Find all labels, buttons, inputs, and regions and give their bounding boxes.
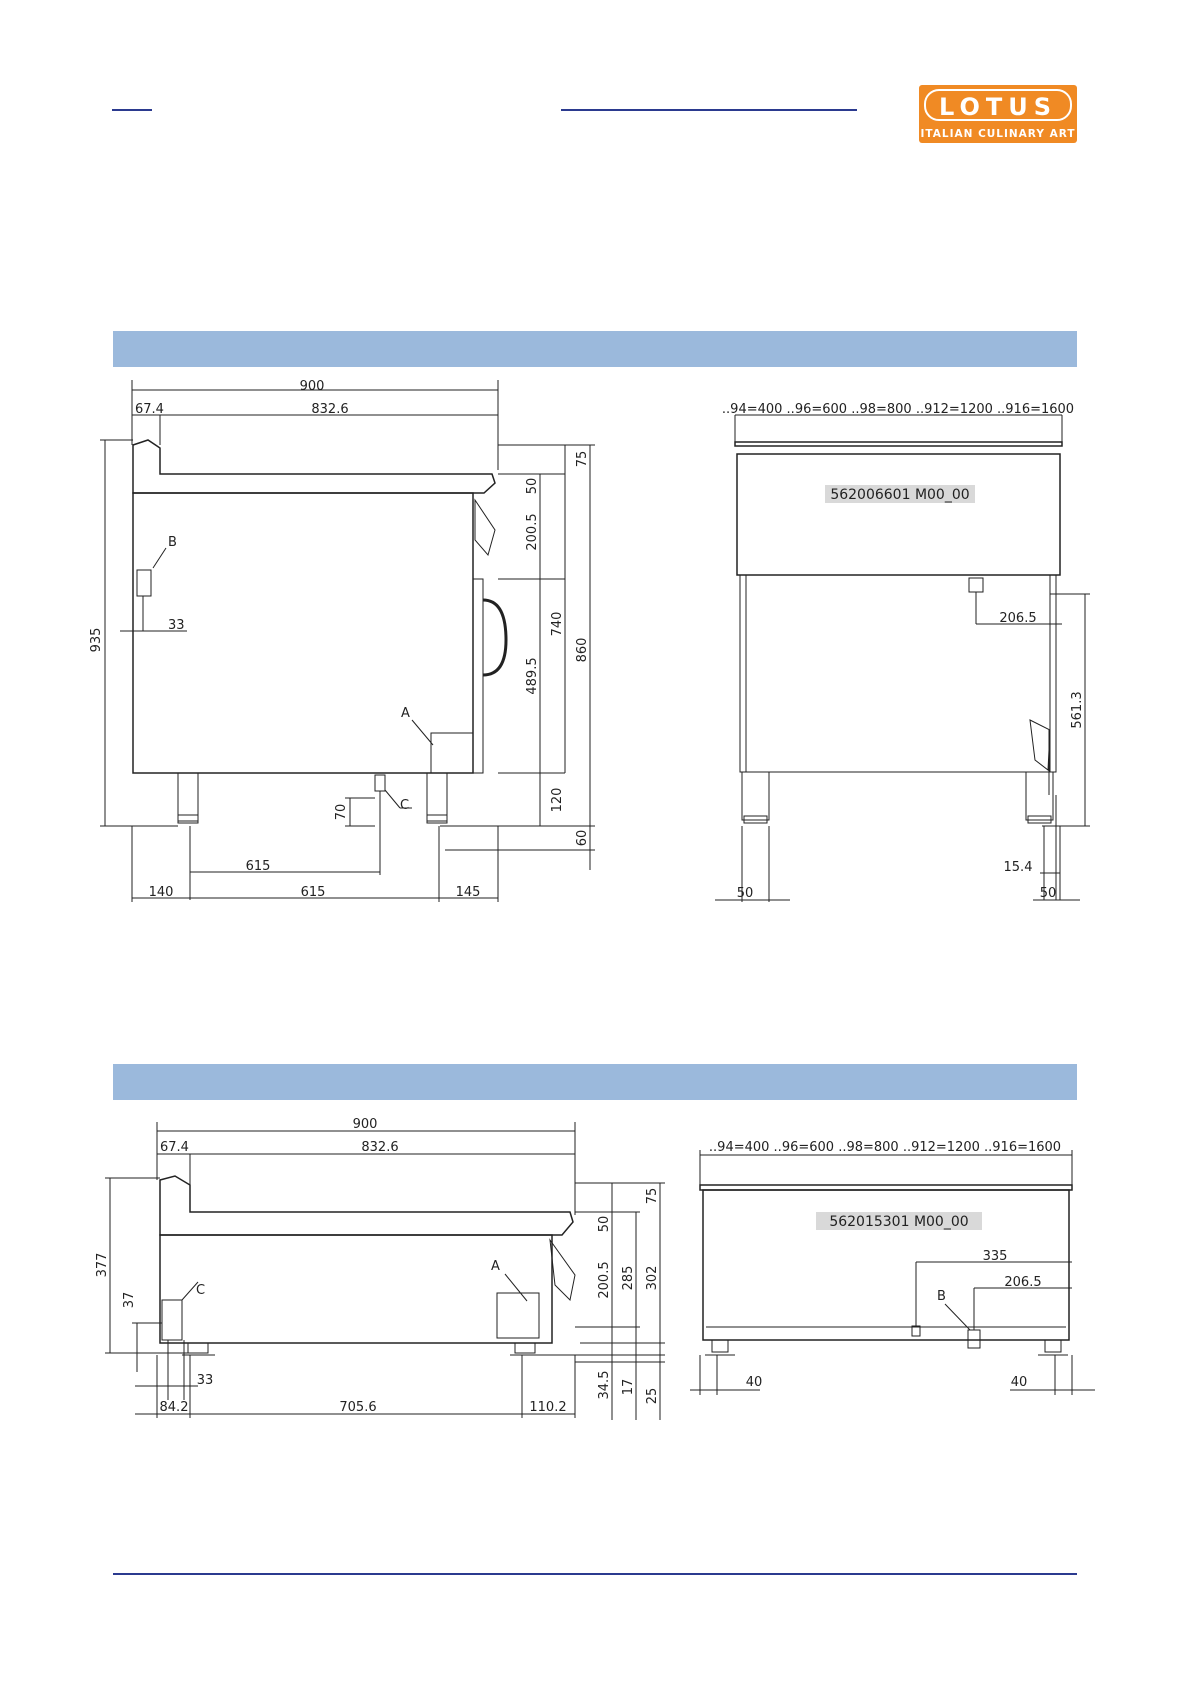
callout-label: B (937, 1289, 946, 1304)
dim-label: 145 (456, 885, 481, 900)
front-view-1 (715, 414, 1090, 902)
width-variants-label: ..94=400 ..96=600 ..98=800 ..912=1200 ..… (709, 1140, 1061, 1155)
dim-label: 615 (246, 859, 271, 874)
dim-label: 285 (621, 1266, 636, 1291)
callout-label: C (400, 798, 409, 813)
callout-label: A (491, 1259, 500, 1274)
dim-label: 705.6 (339, 1400, 376, 1415)
dim-label: 60 (575, 830, 590, 847)
dim-label: 25 (645, 1388, 660, 1405)
header-link-underline-right[interactable] (561, 109, 857, 111)
brand-logo: LOTUS ITALIAN CULINARY ART (919, 85, 1077, 143)
dim-label: 832.6 (361, 1140, 398, 1155)
dim-label: 34.5 (597, 1371, 612, 1400)
dim-label: 67.4 (160, 1140, 189, 1155)
section-band-1 (113, 331, 1077, 367)
dim-label: 615 (301, 885, 326, 900)
part-code: 562015301 M00_00 (829, 1214, 968, 1230)
dim-label: 561.3 (1070, 691, 1085, 728)
width-variants-label: ..94=400 ..96=600 ..98=800 ..912=1200 ..… (722, 402, 1074, 417)
dim-label: 50 (737, 886, 754, 901)
dim-label: 50 (1040, 886, 1057, 901)
dim-label: 33 (168, 618, 185, 633)
section-band-2 (113, 1064, 1077, 1100)
dim-label: 84.2 (160, 1400, 189, 1415)
dim-label: 50 (525, 478, 540, 495)
header-link-underline-left[interactable] (112, 109, 152, 111)
logo-tagline: ITALIAN CULINARY ART (921, 128, 1076, 140)
dim-label: 206.5 (999, 611, 1036, 626)
dim-label: 335 (983, 1249, 1008, 1264)
dim-label: 832.6 (311, 402, 348, 417)
logo-icon: LOTUS ITALIAN CULINARY ART (919, 85, 1077, 143)
technical-drawing-2: 900 67.4 832.6 377 37 C A 33 84.2 705.6 … (0, 1100, 1191, 1430)
dim-label: 200.5 (597, 1261, 612, 1298)
dim-label: 15.4 (1004, 860, 1033, 875)
dim-label: 40 (746, 1375, 763, 1390)
dim-label: 37 (122, 1292, 137, 1309)
dim-label: 489.5 (525, 657, 540, 694)
dim-label: 110.2 (529, 1400, 566, 1415)
dim-label: 33 (197, 1373, 214, 1388)
dim-label: 17 (621, 1379, 636, 1396)
dim-label: 377 (95, 1253, 110, 1278)
dim-label: 75 (645, 1188, 660, 1205)
logo-brand-text: LOTUS (939, 93, 1057, 121)
technical-drawing-1: 900 67.4 832.6 935 33 B A C 70 615 140 6… (0, 360, 1191, 920)
side-view-1 (100, 380, 595, 902)
dim-label: 200.5 (525, 513, 540, 550)
dim-label: 75 (575, 451, 590, 468)
drawing-1-svg: 900 67.4 832.6 935 33 B A C 70 615 140 6… (89, 379, 1090, 902)
dim-label: 740 (550, 612, 565, 637)
dim-label: 206.5 (1004, 1275, 1041, 1290)
side-view-2 (105, 1122, 665, 1420)
drawing-2-svg: 900 67.4 832.6 377 37 C A 33 84.2 705.6 … (95, 1117, 1095, 1420)
footer-divider (113, 1573, 1077, 1575)
part-code: 562006601 M00_00 (830, 487, 969, 503)
dim-label: 935 (89, 628, 104, 653)
callout-label: A (401, 706, 410, 721)
dim-label: 40 (1011, 1375, 1028, 1390)
dim-label: 860 (575, 638, 590, 663)
front-view-2 (690, 1150, 1095, 1395)
dim-label: 50 (597, 1216, 612, 1233)
dim-label: 140 (149, 885, 174, 900)
callout-label: B (168, 535, 177, 550)
dim-label: 900 (300, 379, 325, 394)
dim-label: 900 (353, 1117, 378, 1132)
dim-label: 302 (645, 1266, 660, 1291)
callout-label: C (196, 1283, 205, 1298)
dim-label: 120 (550, 788, 565, 813)
dim-label: 67.4 (135, 402, 164, 417)
dim-label: 70 (334, 804, 349, 821)
